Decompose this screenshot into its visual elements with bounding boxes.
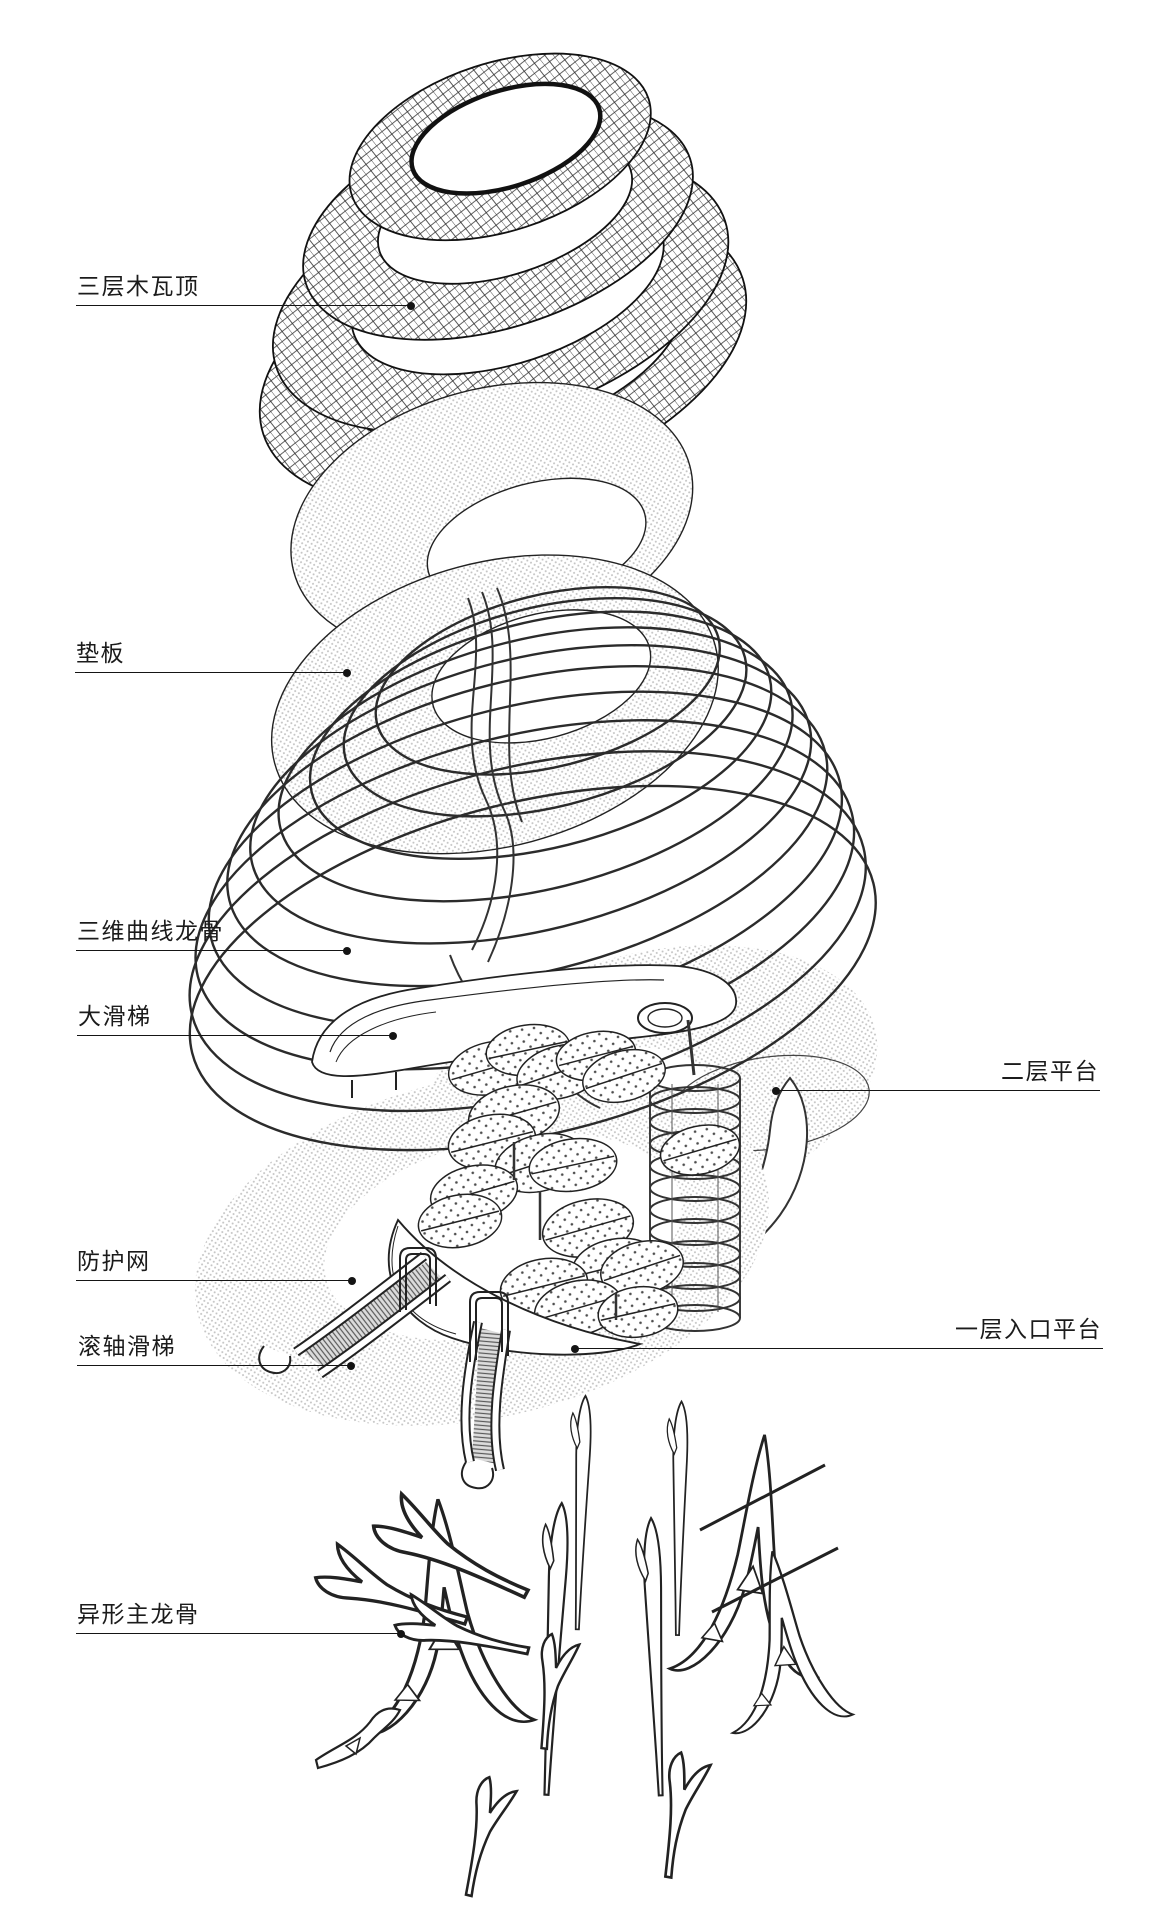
leader-dot-big-slide [389, 1031, 397, 1040]
leader-dot-main-keel [397, 1629, 405, 1638]
label-pad-text: 垫板 [76, 640, 125, 666]
leader-dot-roller-slide [347, 1361, 355, 1370]
label-platform-1f: 一层入口平台 [571, 1315, 1103, 1353]
label-roof-text: 三层木瓦顶 [77, 273, 200, 299]
label-protective-net-text: 防护网 [77, 1248, 151, 1274]
roller-slides [258, 1247, 511, 1490]
label-curved-keel: 三维曲线龙骨 [76, 917, 351, 955]
label-roller-slide-text: 滚轴滑梯 [78, 1333, 176, 1359]
label-main-keel: 异形主龙骨 [76, 1600, 405, 1638]
label-curved-keel-text: 三维曲线龙骨 [77, 918, 224, 944]
label-platform-2f-text: 二层平台 [1001, 1058, 1099, 1084]
main-keel-pieces [310, 1394, 855, 1902]
leader-dot-curved-keel [343, 946, 351, 955]
label-roof: 三层木瓦顶 [76, 272, 415, 310]
leader-dot-platform-2f [772, 1086, 780, 1095]
label-pad: 垫板 [75, 639, 351, 677]
label-roller-slide: 滚轴滑梯 [77, 1332, 355, 1370]
label-platform-1f-text: 一层入口平台 [955, 1316, 1102, 1342]
spiral-cage [649, 1019, 741, 1332]
stepper-discs [417, 1023, 741, 1339]
label-big-slide: 大滑梯 [77, 1002, 397, 1040]
leader-dot-protective-net [348, 1276, 356, 1285]
label-platform-2f: 二层平台 [772, 1057, 1100, 1095]
leader-dot-platform-1f [571, 1344, 579, 1353]
leader-dot-pad [343, 668, 351, 677]
label-protective-net: 防护网 [76, 1247, 356, 1285]
leader-dot-roof [407, 301, 415, 310]
label-main-keel-text: 异形主龙骨 [77, 1601, 200, 1627]
label-big-slide-text: 大滑梯 [78, 1003, 152, 1029]
big-slide [311, 964, 737, 1098]
